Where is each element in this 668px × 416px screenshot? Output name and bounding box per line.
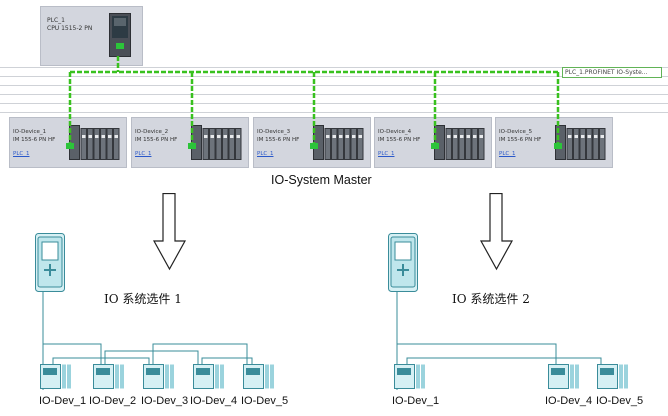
et200sp-module-icon xyxy=(313,125,364,160)
down-arrow-icon xyxy=(152,193,187,271)
device-module: IM 155-6 PN HF xyxy=(135,137,178,143)
device-module: IM 155-6 PN HF xyxy=(257,137,300,143)
io-system-option-2-label: IO 系统选件 2 xyxy=(452,292,530,306)
device-link[interactable]: PLC_1 xyxy=(135,151,152,157)
device-name: IO-Device_4 xyxy=(378,129,412,135)
et200sp-module-icon xyxy=(555,125,606,160)
et200sp-module-icon xyxy=(434,125,485,160)
et200sp-module-icon xyxy=(69,125,120,160)
device-name: IO-Device_3 xyxy=(257,129,291,135)
io-module-icon xyxy=(193,364,224,389)
io-module-icon xyxy=(597,364,628,389)
io-module-icon xyxy=(394,364,425,389)
device-name: IO-Device_1 xyxy=(13,129,47,135)
io-module-icon xyxy=(40,364,71,389)
io-device-card-5[interactable]: IO-Device_5 IM 155-6 PN HF PLC_1 xyxy=(495,117,613,168)
io-device-card-3[interactable]: IO-Device_3 IM 155-6 PN HF PLC_1 xyxy=(253,117,371,168)
grid-line xyxy=(0,67,668,68)
io-system-option-1-label: IO 系统选件 1 xyxy=(104,292,182,306)
device-link[interactable]: PLC_1 xyxy=(13,151,30,157)
controller-icon xyxy=(35,233,65,292)
device-name: IO-Device_2 xyxy=(135,129,169,135)
controller-icon xyxy=(388,233,418,292)
io-device-card-2[interactable]: IO-Device_2 IM 155-6 PN HF PLC_1 xyxy=(131,117,249,168)
io-module-icon xyxy=(548,364,579,389)
device-label: IO-Dev_1 xyxy=(392,395,440,407)
option-1-wiring xyxy=(42,292,253,390)
et200sp-module-icon xyxy=(191,125,242,160)
device-label: IO-Dev_4 xyxy=(545,395,593,407)
device-module: IM 155-6 PN HF xyxy=(13,137,56,143)
grid-line xyxy=(0,103,668,104)
device-label: IO-Dev_1 xyxy=(39,395,87,407)
device-label: IO-Dev_3 xyxy=(141,395,189,407)
device-module: IM 155-6 PN HF xyxy=(499,137,542,143)
network-label[interactable]: PLC_1.PROFINET IO-Syste... xyxy=(562,67,662,78)
grid-line xyxy=(0,85,668,86)
grid-line xyxy=(0,94,668,95)
device-label: IO-Dev_5 xyxy=(241,395,289,407)
down-arrow-icon xyxy=(479,193,514,271)
device-link[interactable]: PLC_1 xyxy=(499,151,516,157)
device-link[interactable]: PLC_1 xyxy=(378,151,395,157)
plc-name: PLC_1 xyxy=(47,17,65,24)
device-label: IO-Dev_2 xyxy=(89,395,137,407)
io-module-icon xyxy=(93,364,124,389)
io-module-icon xyxy=(243,364,274,389)
io-device-card-4[interactable]: IO-Device_4 IM 155-6 PN HF PLC_1 xyxy=(374,117,492,168)
plc-cpu: CPU 1515-2 PN xyxy=(47,25,93,32)
device-module: IM 155-6 PN HF xyxy=(378,137,421,143)
cpu-module-icon xyxy=(109,13,131,57)
io-device-card-1[interactable]: IO-Device_1 IM 155-6 PN HF PLC_1 xyxy=(9,117,127,168)
device-label: IO-Dev_5 xyxy=(596,395,644,407)
plc-card[interactable]: PLC_1 CPU 1515-2 PN xyxy=(40,6,143,66)
device-label: IO-Dev_4 xyxy=(190,395,238,407)
io-module-icon xyxy=(143,364,174,389)
grid-line xyxy=(0,76,668,77)
device-link[interactable]: PLC_1 xyxy=(257,151,274,157)
device-name: IO-Device_5 xyxy=(499,129,533,135)
grid-line xyxy=(0,112,668,113)
io-system-master-heading: IO-System Master xyxy=(271,173,372,187)
